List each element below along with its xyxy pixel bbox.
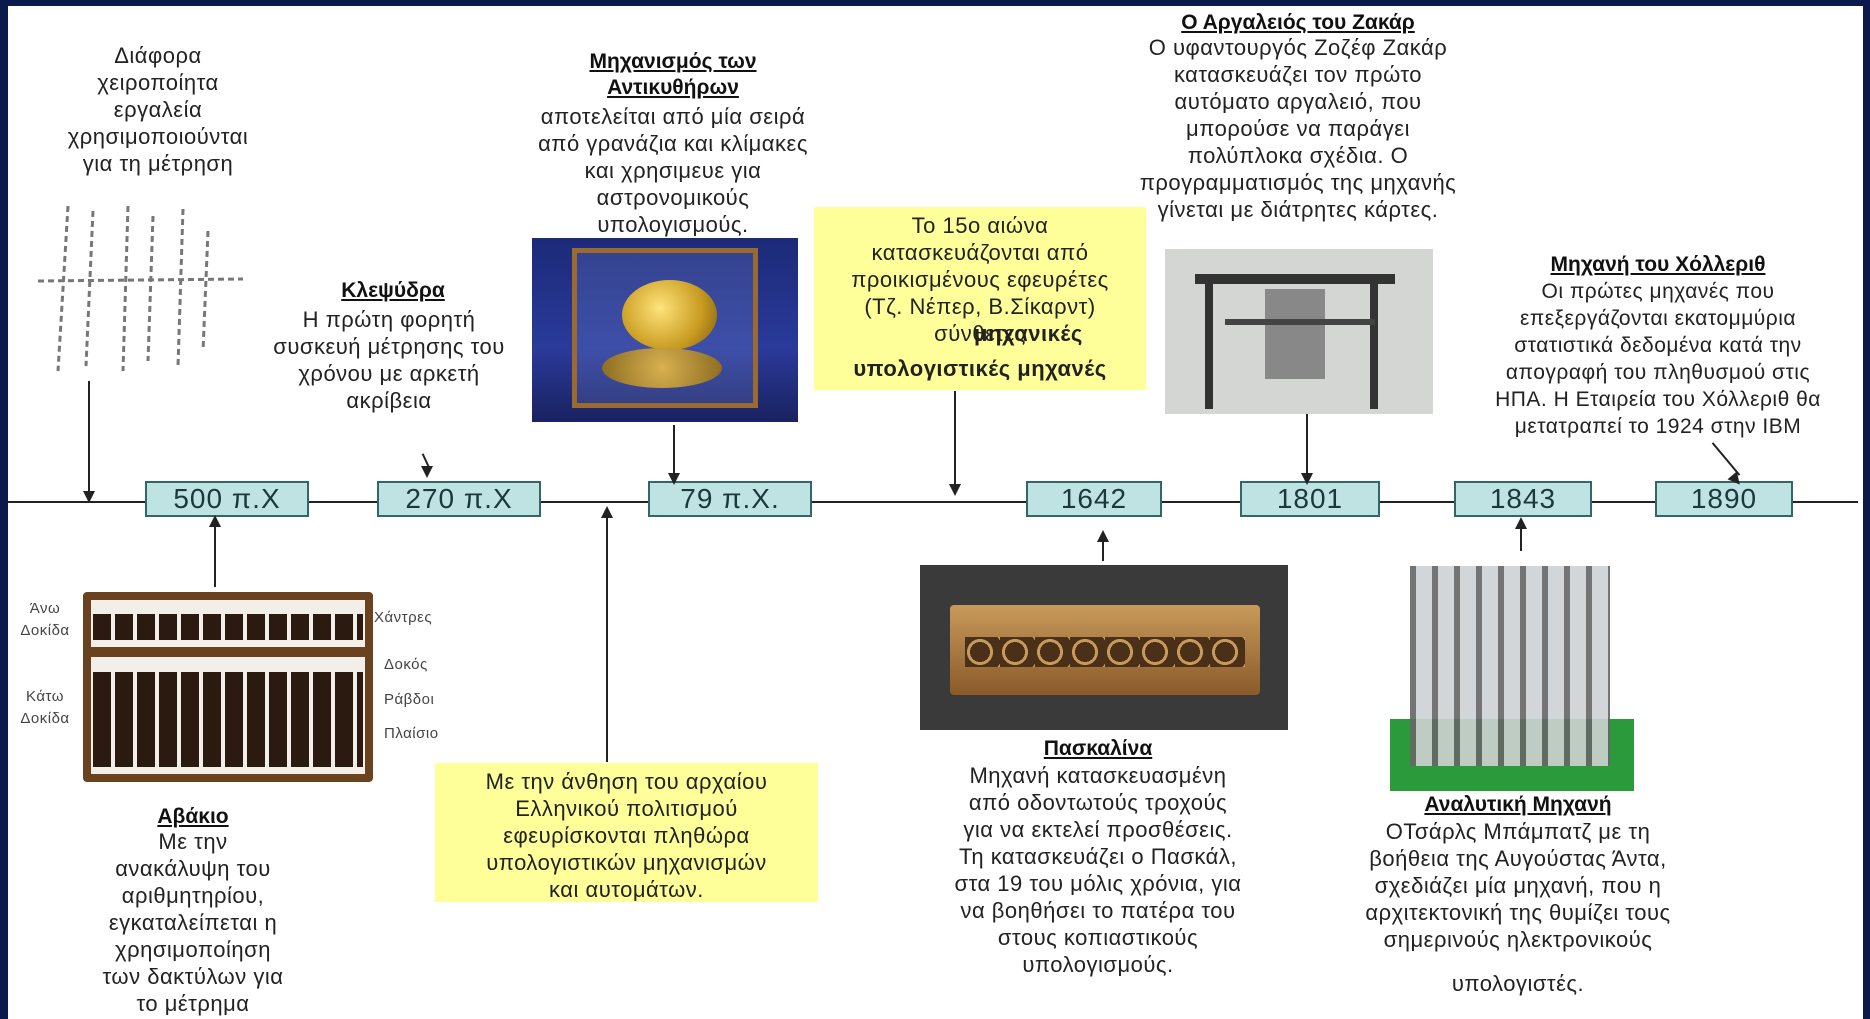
abacus-label-rods: Ράβδοι	[384, 691, 435, 708]
inventors-bold1: μηχανικές	[974, 321, 1083, 346]
inventors-text: Το 15ο αιώνα κατασκευάζονται από προικισ…	[851, 213, 1109, 346]
hollerith-text: Οι πρώτες μηχανές που επεξεργάζονται εκα…	[1495, 280, 1821, 438]
date-1642: 1642	[1026, 481, 1162, 517]
arrow-abacus	[209, 515, 221, 527]
connector-handtools	[88, 381, 90, 496]
arrow-klepsydra	[421, 466, 433, 478]
analytical-engine-image	[1390, 551, 1634, 791]
connector-antikythera	[673, 425, 675, 483]
antikythera-text: αποτελείται από μία σειρά από γρανάζια κ…	[538, 104, 808, 237]
analytical-title: Αναλυτική Μηχανή	[1424, 793, 1612, 816]
handtools-text: Διάφορα χειροποίητα εργαλεία χρησιμοποιο…	[67, 43, 249, 176]
hollerith-title: Μηχανή του Χόλλεριθ	[1550, 253, 1766, 276]
date-1801: 1801	[1240, 481, 1380, 517]
antikythera-title: Μηχανισμός των Αντικυθήρων	[589, 50, 757, 99]
abacus-image	[83, 592, 373, 782]
date-1890: 1890	[1655, 481, 1793, 517]
abacus-label-frame: Πλαίσιο	[384, 725, 439, 742]
inventors-bold2: υπολογιστικές μηχανές	[853, 356, 1107, 381]
tally-sticks-image	[38, 205, 244, 372]
connector-greek	[606, 512, 608, 762]
jacquard-loom-image	[1165, 249, 1433, 414]
pascaline-text: Μηχανή κατασκευασμένη από οδοντωτούς τρο…	[954, 763, 1242, 977]
jacquard-title: Ο Αργαλειός του Ζακάρ	[1181, 11, 1415, 34]
inventors-note: Το 15ο αιώνα κατασκευάζονται από προικισ…	[814, 207, 1146, 390]
date-79bc: 79 π.Χ.	[648, 481, 812, 517]
connector-pascaline	[1102, 536, 1104, 561]
timeline-diagram: 500 π.Χ 270 π.Χ 79 π.Χ. 1642 1801 1843 1…	[8, 6, 1863, 1019]
connector-analytical	[1520, 523, 1522, 553]
abacus-title: Αβάκιο	[157, 805, 229, 828]
arrow-jacquard	[1301, 473, 1313, 485]
timeline-axis	[8, 501, 1858, 503]
arrow-analytical	[1515, 517, 1527, 529]
arrow-handtools	[83, 491, 95, 503]
abacus-label-upper: Άνω Δοκίδα	[20, 600, 70, 639]
abacus-label-lower: Κάτω Δοκίδα	[20, 688, 70, 727]
arrow-pascaline	[1097, 530, 1109, 542]
greek-text: Με την άνθηση του αρχαίου Ελληνικού πολι…	[485, 769, 768, 902]
greek-note: Με την άνθηση του αρχαίου Ελληνικού πολι…	[435, 763, 818, 902]
abacus-label-beam: Δοκός	[384, 656, 428, 673]
connector-abacus	[214, 521, 216, 587]
jacquard-text: Ο υφαντουργός Ζοζέφ Ζακάρ κατασκευάζει τ…	[1139, 35, 1457, 222]
arrow-antikythera	[668, 473, 680, 485]
connector-inventors	[954, 391, 956, 491]
analytical-text: ΟΤσάρλς Μπάμπατζ με τη βοήθεια της Αυγού…	[1365, 819, 1671, 952]
pascaline-title: Πασκαλίνα	[1043, 737, 1153, 760]
analytical-text-end: υπολογιστές.	[1451, 971, 1585, 996]
date-500bc: 500 π.Χ	[145, 481, 309, 517]
klepsydra-title: Κλεψύδρα	[341, 279, 445, 302]
klepsydra-text: Η πρώτη φορητή συσκευή μέτρησης του χρόν…	[273, 307, 505, 413]
antikythera-image	[532, 238, 798, 422]
abacus-text: Με την ανακάλυψη του αριθμητηρίου, εγκατ…	[102, 829, 284, 1016]
date-1843: 1843	[1454, 481, 1592, 517]
pascaline-image	[920, 565, 1288, 730]
abacus-label-beads: Χάντρες	[374, 609, 433, 626]
arrow-greek	[601, 506, 613, 518]
arrow-inventors	[949, 484, 961, 496]
date-270bc: 270 π.Χ	[377, 481, 541, 517]
connector-jacquard	[1306, 411, 1308, 481]
